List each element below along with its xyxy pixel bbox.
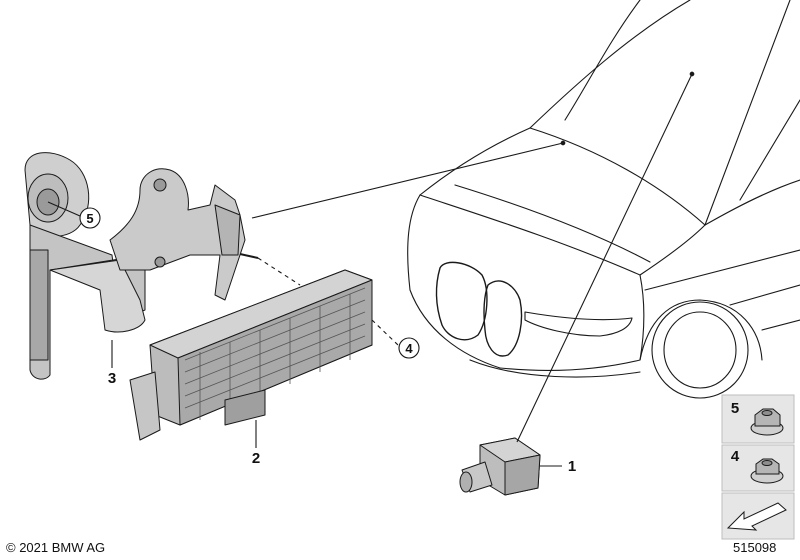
diagram-number: 515098 <box>733 540 777 555</box>
leader-sensor-to-car <box>516 73 693 443</box>
svg-text:5: 5 <box>731 400 739 417</box>
nut-icon <box>750 408 784 436</box>
callout-2: 2 <box>252 450 260 467</box>
leader-5 <box>47 201 81 217</box>
bracket-part-3 <box>24 152 259 380</box>
leader-dashed-4 <box>371 319 399 346</box>
callout-4: 4 <box>398 337 420 359</box>
legend-item-4: 4 <box>721 444 795 492</box>
arrow-icon <box>726 502 787 531</box>
car-outline <box>407 0 800 399</box>
leader-bracket-to-car <box>251 142 564 219</box>
svg-text:5: 5 <box>86 211 93 226</box>
svg-text:4: 4 <box>405 341 413 356</box>
copyright-text: © 2021 BMW AG <box>6 540 106 555</box>
leader-dashed-screw <box>257 257 301 286</box>
legend-item-5: 5 <box>721 394 795 444</box>
callout-1: 1 <box>568 458 576 475</box>
callout-3: 3 <box>108 370 116 387</box>
leader-lines <box>47 71 695 467</box>
legend-reference-arrow <box>721 492 795 540</box>
callout-5: 5 <box>79 207 101 229</box>
svg-text:4: 4 <box>731 448 740 465</box>
sensor-part-1 <box>459 437 541 496</box>
control-unit-part-2 <box>129 269 373 441</box>
flange-nut-icon <box>750 458 784 484</box>
